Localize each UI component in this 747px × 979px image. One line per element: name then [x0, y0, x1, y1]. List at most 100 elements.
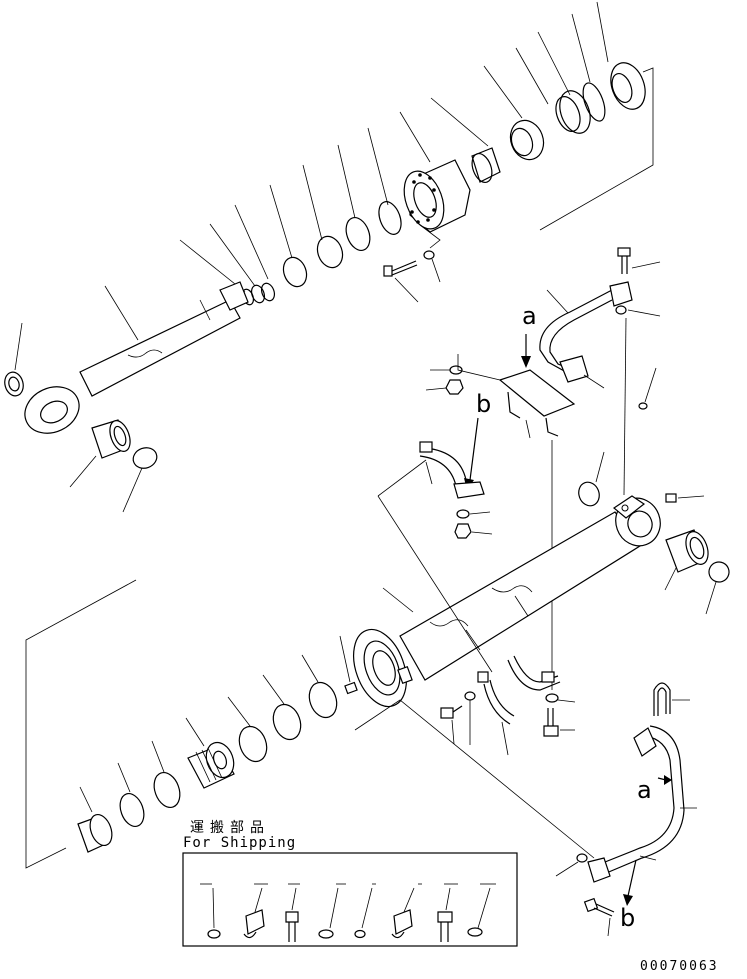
washer-leader-line	[431, 258, 441, 283]
tube-band-clamp-icon	[477, 655, 561, 756]
o-ring-icon	[555, 96, 581, 132]
head-bracket-line	[419, 224, 441, 249]
u-bolt-icon	[653, 682, 690, 716]
snap-ring-2-icon	[282, 256, 308, 288]
head-to-tube-line	[354, 699, 595, 859]
tube-alignment-line	[623, 317, 627, 496]
callout-b-bottom-arrow	[627, 859, 637, 897]
clamp-bracket-line	[457, 354, 501, 381]
drawing-number: 00070063	[640, 959, 719, 974]
tube-bolt-icon	[617, 247, 661, 274]
shipping-title-jp: 運搬部品	[190, 820, 270, 836]
snap-ring-icon	[582, 82, 606, 122]
tube-o-ring-icon	[615, 305, 627, 315]
shipping-parts-box	[182, 852, 518, 947]
callout-b-bottom-arrowhead	[623, 894, 633, 906]
piston-collar-face	[89, 813, 113, 847]
shipping-washer-1-icon	[318, 929, 334, 939]
small-o-ring-leader	[644, 367, 657, 403]
b-cross-line-1	[377, 495, 493, 673]
shipping-washer-2-icon	[467, 927, 483, 937]
backup-ring-icon	[559, 90, 591, 134]
tube-clamp-washer-icon	[464, 691, 476, 701]
shipping-o-ring-2-icon	[354, 929, 366, 939]
callout-a-bottom-arrowhead	[664, 775, 672, 785]
band-clamp-bolt-icon	[543, 708, 575, 737]
rod-end-seal-icon	[4, 371, 24, 397]
clevis-seal-leader	[595, 451, 605, 483]
piston-seal-icon	[238, 725, 268, 763]
tube-a-upper-icon	[539, 281, 633, 389]
hose-clamp-nut-icon	[454, 523, 493, 539]
shipping-bolt-1-icon	[285, 911, 299, 942]
wear-ring-icon	[316, 235, 344, 269]
rod-seal-kit-group	[179, 1, 654, 306]
hose-clamp-icon	[419, 441, 485, 499]
buffer-ring-icon	[378, 201, 402, 235]
clamp-nut-icon	[425, 379, 464, 395]
ring-1-leader	[117, 762, 131, 793]
ring-2-leader	[151, 740, 165, 773]
rod-seal-icon	[509, 119, 545, 161]
shipping-clamp-2-icon	[393, 909, 413, 935]
dust-seal-leader	[122, 467, 143, 513]
b-bottom-leader	[639, 855, 657, 861]
shipping-o-ring-icon	[207, 929, 221, 939]
tube-clamp-bolt-icon	[440, 705, 463, 745]
rod-end-seal-inner	[8, 376, 20, 392]
bottom-dust-seal-icon	[708, 561, 730, 583]
u-packing-icon	[345, 216, 371, 252]
piston-icon	[185, 717, 235, 789]
piston-ring-1-icon	[119, 792, 145, 828]
tube-lower-bolt-icon	[583, 897, 615, 937]
small-ring-1-icon	[260, 282, 276, 302]
rod-seal-leader	[14, 322, 23, 371]
head-bolt-icon	[383, 260, 419, 303]
b-cross-line-2	[377, 459, 427, 497]
cylinder-head-icon	[403, 159, 471, 233]
gland-ring-icon	[610, 62, 646, 110]
piston-rod-icon	[24, 281, 249, 434]
rod-bushing-icon	[69, 419, 131, 488]
shipping-parts-group	[200, 883, 496, 942]
tube-lower-o-ring-icon	[576, 853, 588, 863]
o-ring-leader	[627, 309, 661, 317]
bottom-seal-leader	[705, 581, 717, 615]
shipping-title-en: For Shipping	[183, 835, 296, 851]
hose-washer-leader	[469, 511, 491, 515]
band-washer-leader	[557, 699, 576, 703]
piston-seal-stack-group	[25, 579, 358, 869]
clevis-seal-icon	[578, 481, 600, 507]
callout-b-top-arrow	[469, 417, 479, 481]
bushing-icon	[471, 147, 501, 184]
rod-dust-seal-icon	[132, 447, 158, 469]
callout-a-top-arrowhead	[521, 356, 531, 368]
hydraulic-cylinder-icon	[353, 495, 661, 708]
seal-kit-bracket-line	[539, 67, 654, 231]
callout-a-bottom: a	[637, 776, 652, 804]
small-o-ring-icon	[638, 402, 648, 410]
collar-leader	[79, 786, 93, 813]
callout-b-bottom: b	[620, 904, 635, 932]
piston-wear-ring-2-icon	[308, 681, 338, 719]
tube-a-lower-icon	[587, 725, 697, 883]
rod-seal-inner-icon	[510, 127, 534, 157]
head-washer-icon	[423, 250, 435, 260]
clamp-bracket-icon	[498, 369, 576, 690]
shipping-clamp-1-icon	[245, 909, 265, 935]
piston-ring-2-icon	[153, 771, 181, 809]
grease-fitting-icon	[665, 493, 705, 503]
top-leader-lines	[179, 1, 609, 293]
band-clamp-washer-icon	[545, 693, 559, 703]
set-screw-icon	[339, 635, 358, 695]
piston-stack-bracket	[25, 579, 137, 869]
hose-clamp-washer-icon	[456, 509, 470, 519]
bottom-bushing-icon	[664, 529, 709, 591]
shipping-bolt-2-icon	[437, 911, 453, 942]
piston-wear-ring-1-icon	[272, 703, 302, 741]
lower-o-ring-leader	[555, 861, 579, 877]
callout-a-top: a	[522, 302, 537, 330]
callout-b-top: b	[476, 390, 491, 418]
